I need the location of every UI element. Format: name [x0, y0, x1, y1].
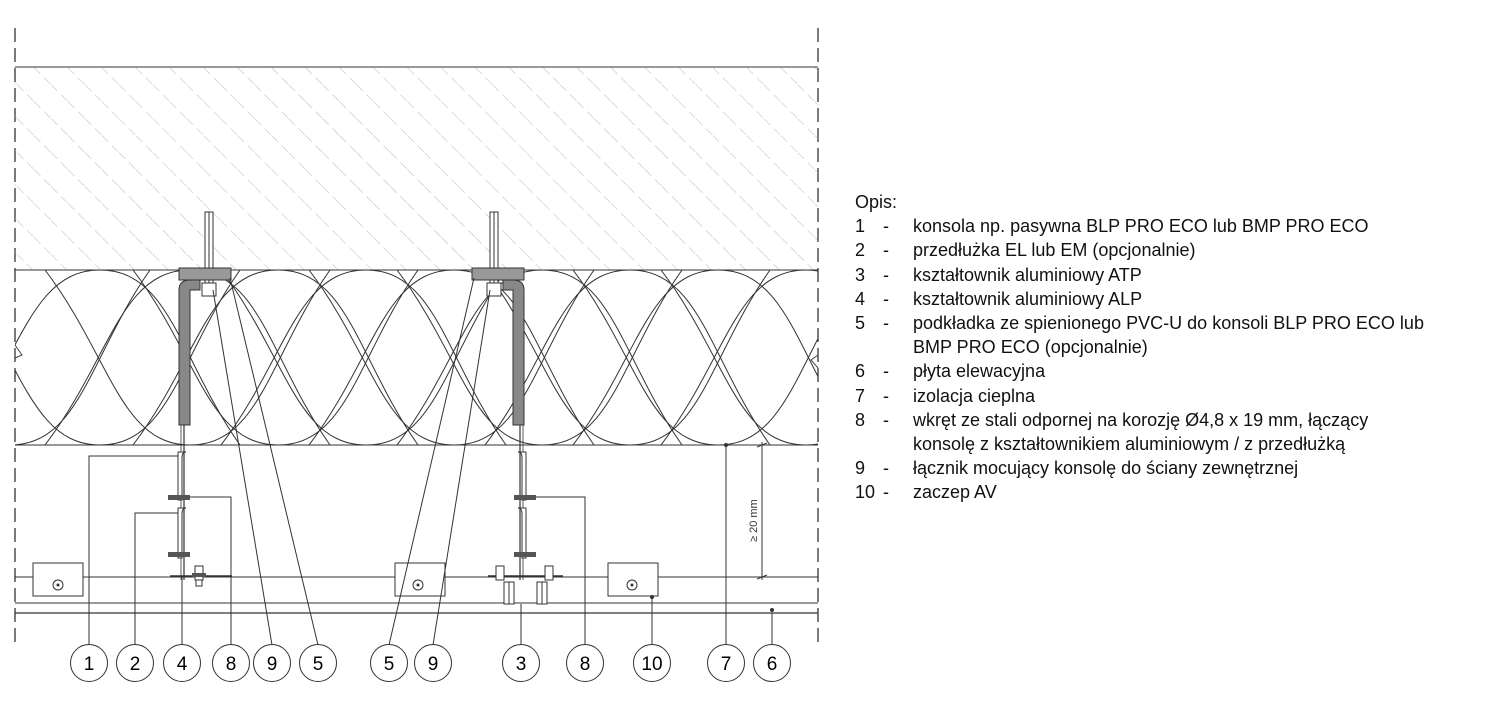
svg-text:2: 2 — [130, 654, 141, 675]
svg-text:9: 9 — [267, 654, 278, 675]
callout-8-right: 8 — [566, 644, 604, 682]
thermal-insulation — [15, 270, 818, 445]
svg-text:6: 6 — [767, 654, 778, 675]
svg-text:4: 4 — [177, 654, 188, 675]
legend-item: 10-zaczep AV — [855, 482, 997, 503]
legend-item: 5-podkładka ze spienionego PVC-U do kons… — [855, 313, 1424, 358]
legend-item: 2-przedłużka EL lub EM (opcjonalnie) — [855, 240, 1196, 261]
legend-item: 6-płyta elewacyjna — [855, 361, 1046, 382]
right-break-mark — [810, 354, 819, 369]
bracket-left — [168, 211, 232, 587]
legend-item: 9-łącznik mocujący konsolę do ściany zew… — [855, 458, 1299, 479]
callout-5-left: 5 — [299, 644, 337, 682]
svg-text:8: 8 — [580, 654, 591, 675]
callout-7: 7 — [707, 644, 745, 682]
legend-item: 3-kształtownik aluminiowy ATP — [855, 264, 1142, 285]
callout-4: 4 — [163, 644, 201, 682]
callout-10: 10 — [633, 644, 671, 682]
svg-text:7: 7 — [721, 654, 732, 675]
section-drawing: ≥ 20 mm 1 2 4 8 9 5 5 9 3 8 10 7 6 — [14, 28, 819, 682]
callout-9-right: 9 — [414, 644, 452, 682]
av-hook-left — [32, 562, 84, 597]
legend-title: Opis: — [855, 192, 898, 212]
callout-6: 6 — [753, 644, 791, 682]
callout-5-right: 5 — [370, 644, 408, 682]
dimension-label: ≥ 20 mm — [748, 499, 760, 542]
svg-text:10: 10 — [641, 654, 662, 675]
legend-item: 4-kształtownik aluminiowy ALP — [855, 288, 1143, 309]
left-break-mark — [14, 344, 23, 359]
svg-text:1: 1 — [84, 654, 95, 675]
legend-item: 8-wkręt ze stali odpornej na korozję Ø4,… — [855, 409, 1369, 455]
svg-text:5: 5 — [384, 654, 395, 675]
svg-text:8: 8 — [226, 654, 237, 675]
wall-hatch — [15, 67, 818, 270]
svg-text:5: 5 — [313, 654, 324, 675]
svg-text:3: 3 — [516, 654, 527, 675]
callout-9-left: 9 — [253, 644, 291, 682]
av-hook-middle — [394, 562, 446, 597]
callout-2: 2 — [116, 644, 154, 682]
bracket-center — [471, 211, 563, 605]
callout-1: 1 — [70, 644, 108, 682]
leader-lines — [88, 277, 773, 646]
svg-text:9: 9 — [428, 654, 439, 675]
air-gap-dimension: ≥ 20 mm — [748, 442, 768, 580]
legend: Opis: 1-konsola np. pasywna BLP PRO ECO … — [855, 190, 1503, 505]
callout-3: 3 — [502, 644, 540, 682]
av-hook-right — [607, 562, 659, 597]
legend-item: 1-konsola np. pasywna BLP PRO ECO lub BM… — [855, 216, 1369, 237]
callout-8-left: 8 — [212, 644, 250, 682]
legend-item: 7-izolacja cieplna — [855, 385, 1036, 406]
